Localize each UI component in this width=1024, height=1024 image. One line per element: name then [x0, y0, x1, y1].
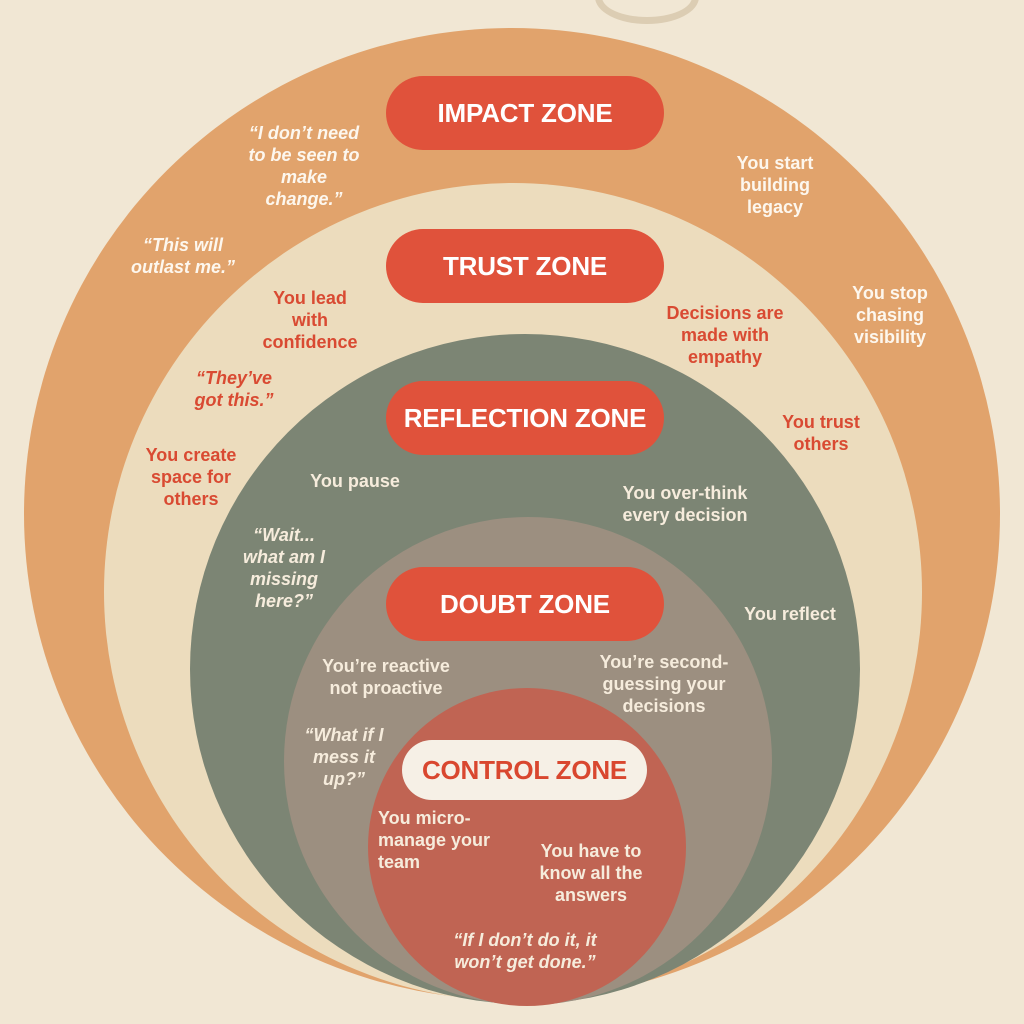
- doubt-reactive: You’re reactive not proactive: [322, 656, 450, 698]
- control-quote-done: “If I don’t do it, it won’t get done.”: [453, 930, 597, 972]
- reflection-quote-wait: “Wait... what am I missing here?”: [242, 525, 326, 611]
- impact-quote-seen: “I don’t need to be seen to make change.…: [248, 123, 360, 209]
- impact-quote-outlast: “This will outlast me.”: [130, 235, 236, 277]
- trust-empathy: Decisions are made with empathy: [666, 303, 784, 367]
- control-micromanage: You micro- manage your team: [378, 808, 491, 872]
- reflection-overthink: You over-think every decision: [622, 483, 748, 525]
- trust-others: You trust others: [782, 412, 860, 454]
- trust-lead: You lead with confidence: [262, 288, 358, 352]
- reflection-reflect: You reflect: [744, 604, 836, 624]
- control-zone-title: CONTROL ZONE: [402, 740, 647, 800]
- doubt-zone-title: DOUBT ZONE: [386, 567, 664, 641]
- background-decoration: [595, 0, 699, 24]
- trust-zone-title: TRUST ZONE: [386, 229, 664, 303]
- doubt-quote-mess: “What if I mess it up?”: [304, 725, 384, 789]
- control-answers: You have to know all the answers: [539, 841, 643, 905]
- impact-zone-title: IMPACT ZONE: [386, 76, 664, 150]
- trust-space: You create space for others: [145, 445, 237, 509]
- doubt-second-guess: You’re second- guessing your decisions: [599, 652, 729, 716]
- impact-legacy: You start building legacy: [736, 153, 814, 217]
- reflection-zone-title: REFLECTION ZONE: [386, 381, 664, 455]
- trust-quote-got: “They’ve got this.”: [194, 368, 274, 410]
- reflection-pause: You pause: [310, 471, 400, 491]
- impact-visibility: You stop chasing visibility: [852, 283, 928, 347]
